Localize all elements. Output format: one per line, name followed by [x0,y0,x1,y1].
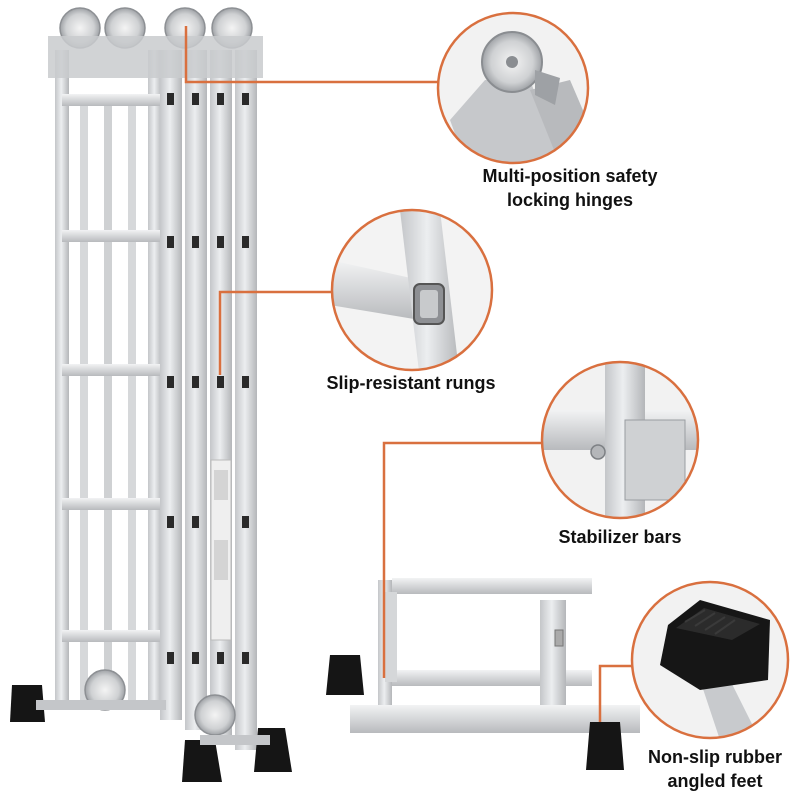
rungs-caption-label: Slip-resistant rungs [326,373,496,393]
hinges-caption: Multi-position safety locking hinges [430,164,710,212]
rungs-caption: Slip-resistant rungs [306,371,516,395]
stabilizer-caption: Stabilizer bars [540,525,700,549]
ladder-main [10,7,292,782]
foot-closeup-circle [630,580,790,740]
feet-caption: Non-slip rubber angled feet [630,745,800,793]
callout-lines [184,26,632,722]
hinges-caption-line2: locking hinges [506,190,634,210]
stabilizer-closeup-circle [540,360,700,520]
hinge-closeup-circle [436,11,590,165]
rung-closeup-circle [330,208,494,372]
stabilizer-bar-photo [326,578,640,770]
feet-caption-line2: angled feet [667,771,763,791]
stabilizer-caption-label: Stabilizer bars [558,527,682,547]
feet-caption-line1: Non-slip rubber [648,747,782,767]
hinges-caption-line1: Multi-position safety [482,166,658,186]
